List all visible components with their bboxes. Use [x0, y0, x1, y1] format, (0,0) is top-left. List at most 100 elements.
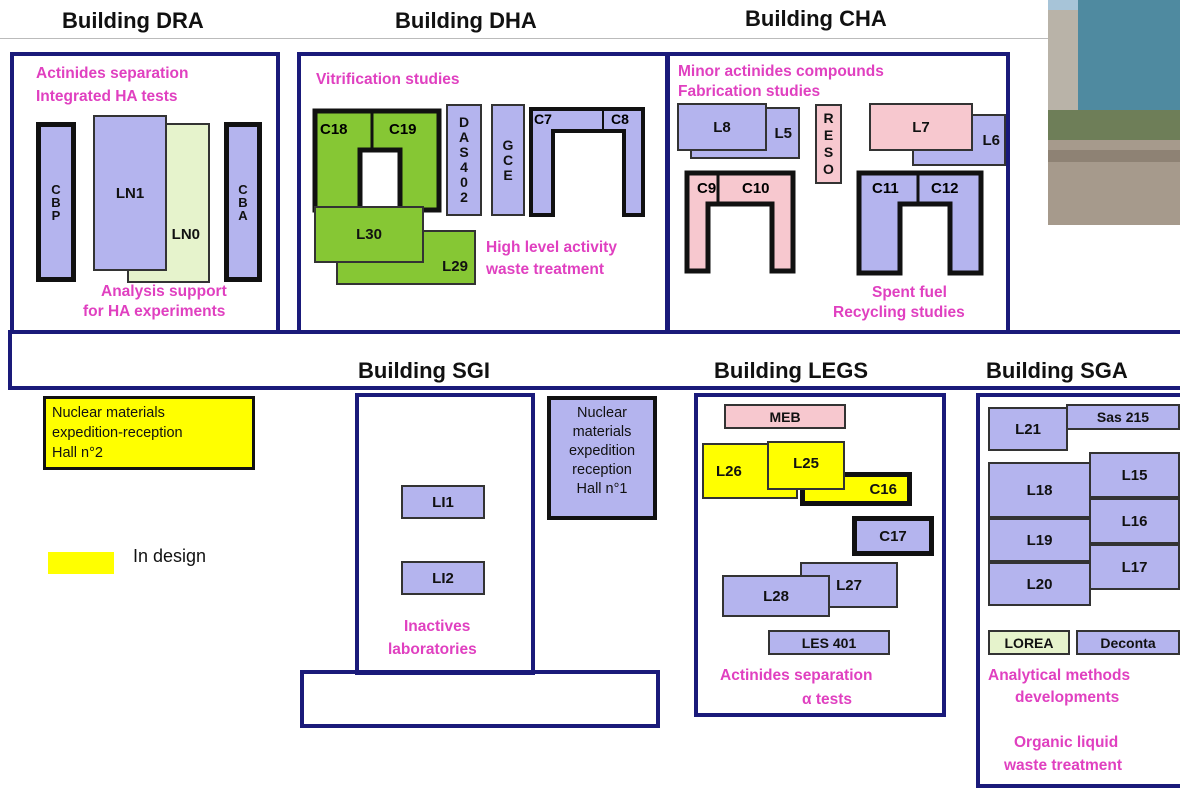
room-c18-label: C18 [320, 121, 348, 138]
room-l19-label: L19 [1026, 531, 1053, 549]
room-l7-label: L7 [912, 118, 930, 136]
sgi-caption-1: Inactives [404, 618, 471, 635]
room-l17-label: L17 [1121, 558, 1148, 576]
room-l27-label: L27 [836, 576, 862, 594]
corridor [8, 330, 1180, 390]
room-l6-label: L6 [982, 131, 1000, 149]
dha-caption-bottom-1: High level activity [486, 239, 617, 256]
dra-caption-top-2: Integrated HA tests [36, 88, 178, 105]
legs-caption-1: Actinides separation [720, 667, 873, 684]
dra-caption-top-1: Actinides separation [36, 65, 189, 82]
room-ln1-label: LN1 [115, 184, 145, 202]
room-cbp: CBP [36, 122, 76, 282]
room-l26-label: L26 [716, 462, 742, 480]
sga-caption2-2: waste treatment [1004, 757, 1123, 774]
room-l18-label: L18 [1026, 481, 1053, 499]
room-l7: L7 [869, 103, 973, 151]
room-l16-label: L16 [1121, 512, 1148, 530]
building-sgi-title: Building SGI [358, 358, 490, 383]
legend-swatch [48, 552, 114, 574]
room-meb: MEB [724, 404, 846, 429]
building-sga-title: Building SGA [986, 358, 1128, 383]
hall-2-line-3: Hall n°2 [52, 445, 103, 461]
building-photo [1048, 0, 1180, 225]
sgi-annex-frame [300, 670, 660, 728]
hall-1-line-3: expedition [568, 443, 636, 459]
cha-caption-top-1: Minor actinides compounds [678, 63, 884, 80]
hall-2-box: Nuclear materials expedition-reception H… [43, 396, 255, 470]
room-cbp-label: CBP [51, 181, 61, 223]
room-l8: L8 [677, 103, 767, 151]
hall-1-line-2: materials [572, 424, 632, 440]
room-li1-label: LI1 [432, 493, 454, 511]
dha-caption-top: Vitrification studies [316, 71, 460, 88]
room-li2: LI2 [401, 561, 485, 595]
room-reso-label: RESO [823, 110, 834, 177]
room-les401-label: LES 401 [801, 634, 857, 651]
room-l21: L21 [988, 407, 1068, 451]
room-c12-label: C12 [931, 180, 959, 197]
building-sga-frame [976, 393, 1180, 788]
building-cha-title: Building CHA [745, 6, 887, 31]
sga-caption-2: developments [1015, 689, 1120, 706]
top-rule [0, 38, 1050, 39]
room-l28-label: L28 [763, 587, 789, 605]
room-l20: L20 [988, 562, 1091, 606]
dha-caption-bottom-2: waste treatment [486, 261, 605, 278]
room-gce-label: GCE [502, 136, 514, 183]
room-l30-label: L30 [356, 226, 382, 243]
legend-label: In design [133, 546, 207, 566]
room-cba-label: CBA [238, 181, 248, 223]
room-c10-label: C10 [742, 180, 770, 197]
sga-caption2-1: Organic liquid [1014, 734, 1119, 751]
room-c17-label: C17 [879, 527, 907, 545]
room-l29-label: L29 [442, 258, 468, 275]
hall-2-line-1: Nuclear materials [52, 405, 165, 421]
room-l5-label: L5 [774, 124, 792, 142]
cha-caption-top-2: Fabrication studies [678, 83, 821, 100]
room-l17: L17 [1089, 544, 1180, 590]
room-reso: RESO [815, 104, 842, 184]
hall-1-line-4: reception [572, 462, 632, 478]
room-c7-c8-shape [529, 107, 645, 217]
building-dha-title: Building DHA [395, 8, 537, 33]
dra-caption-bottom-2: for HA experiments [83, 303, 226, 320]
room-l15: L15 [1089, 452, 1180, 498]
room-cba: CBA [224, 122, 262, 282]
room-l8-label: L8 [713, 118, 731, 136]
room-deconta: Deconta [1076, 630, 1180, 655]
hall-1-line-1: Nuclear [577, 405, 627, 421]
room-sas215-label: Sas 215 [1096, 409, 1150, 425]
room-c19-label: C19 [389, 121, 417, 138]
room-li2-label: LI2 [432, 569, 454, 587]
room-c17: C17 [852, 516, 934, 556]
room-l20-label: L20 [1026, 575, 1053, 593]
room-sas215: Sas 215 [1066, 404, 1180, 430]
room-c8-label: C8 [611, 111, 629, 127]
room-meb-label: MEB [769, 408, 801, 425]
room-c7-label: C7 [534, 111, 552, 127]
room-c11-label: C11 [872, 180, 899, 197]
hall-1-box: Nuclear materials expedition reception H… [547, 396, 657, 520]
room-gce: GCE [491, 104, 525, 216]
room-li1: LI1 [401, 485, 485, 519]
cha-caption-bottom-2: Recycling studies [833, 304, 965, 321]
room-ln1: LN1 [93, 115, 167, 271]
room-l25: L25 [767, 441, 845, 490]
sga-caption-1: Analytical methods [988, 667, 1131, 684]
room-l21-label: L21 [1015, 420, 1041, 438]
room-l28: L28 [722, 575, 830, 617]
building-legs-frame [694, 393, 946, 717]
dra-caption-bottom-1: Analysis support [101, 283, 227, 300]
room-das402: DAS402 [446, 104, 482, 216]
room-l19: L19 [988, 518, 1091, 562]
room-c9-label: C9 [697, 180, 717, 197]
room-l15-label: L15 [1121, 466, 1148, 484]
room-lorea-label: LOREA [1004, 634, 1054, 651]
room-lorea: LOREA [988, 630, 1070, 655]
room-das402-label: DAS402 [458, 114, 470, 205]
room-ln0-label: LN0 [171, 226, 200, 243]
room-les401: LES 401 [768, 630, 890, 655]
room-l16: L16 [1089, 498, 1180, 544]
building-legs-title: Building LEGS [714, 358, 868, 383]
